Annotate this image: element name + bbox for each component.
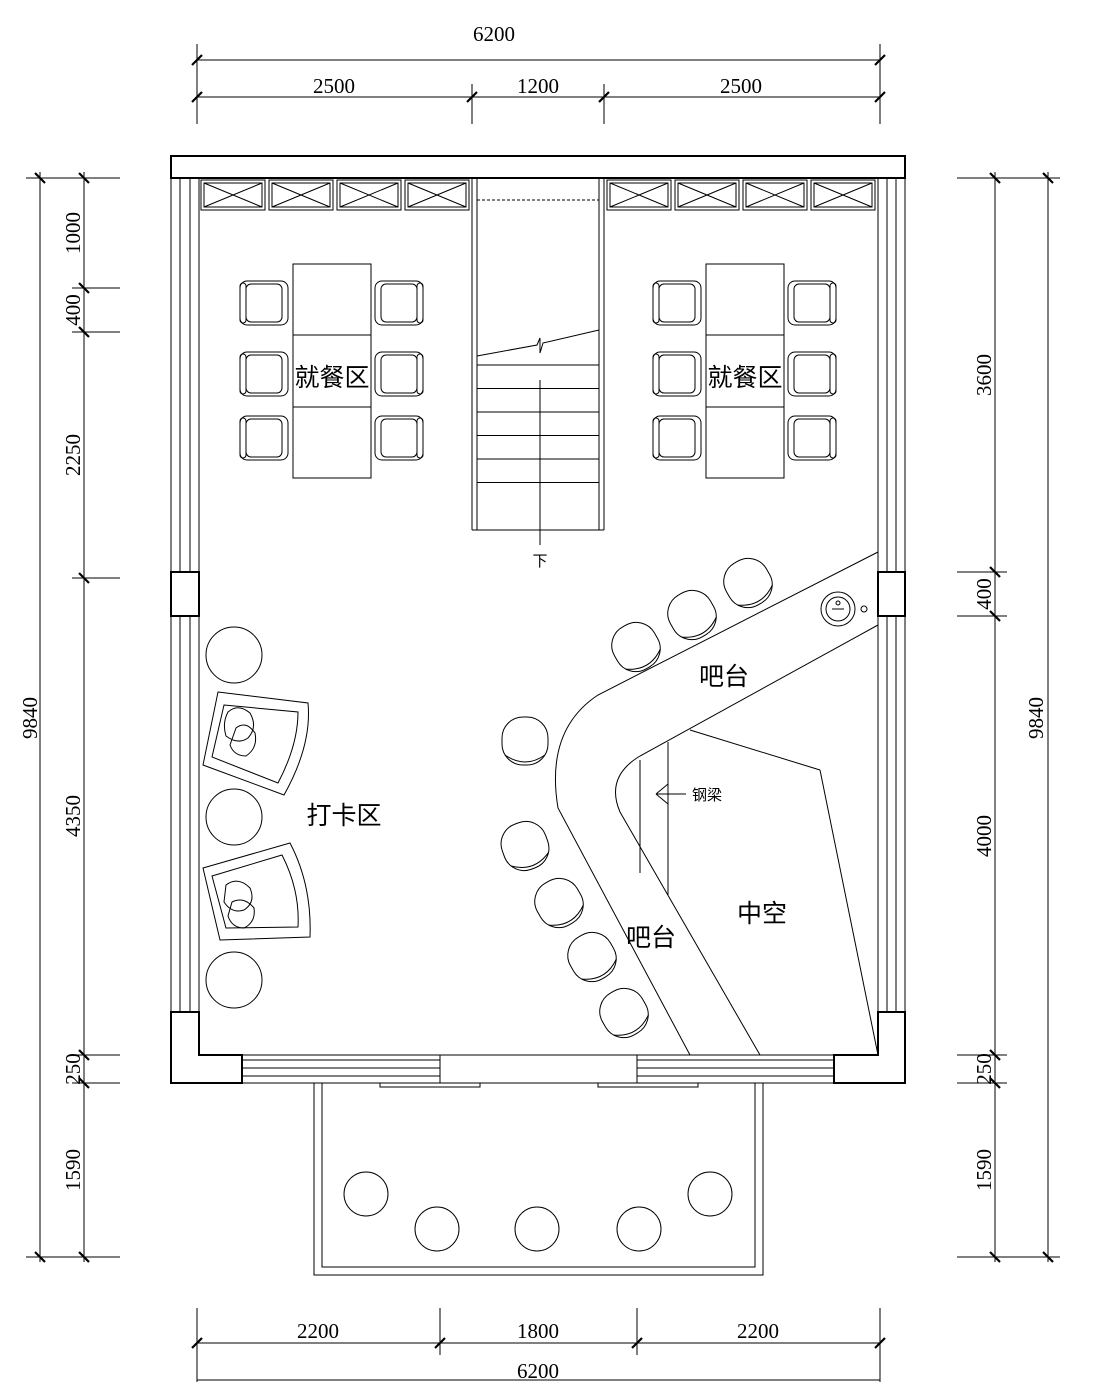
dim-bottom-middle: 1800 xyxy=(517,1319,559,1343)
cabinet-cell xyxy=(674,179,740,211)
lounge-chair xyxy=(202,842,311,941)
dining-chair xyxy=(652,351,702,397)
dining-chair xyxy=(239,415,289,461)
dining-left-table xyxy=(292,263,372,479)
bar-stool xyxy=(534,877,584,929)
dim-left-seg2: 400 xyxy=(61,294,85,326)
cabinet-cell xyxy=(742,179,808,211)
staircase: 下 xyxy=(471,178,605,570)
round-side-table xyxy=(205,951,263,1009)
dining-chair xyxy=(652,280,702,326)
dim-top-middle: 1200 xyxy=(517,74,559,98)
stair-treads xyxy=(477,364,599,483)
left-dimensions: 9840 1000 400 2250 4350 250 1590 xyxy=(18,172,120,1263)
dining-area-right-label: 就餐区 xyxy=(707,363,782,392)
dim-left-total: 9840 xyxy=(18,697,42,739)
dim-bottom-total: 6200 xyxy=(517,1359,559,1382)
lounge-chair xyxy=(202,691,309,796)
balcony-stool xyxy=(687,1171,733,1217)
photo-zone-label: 打卡区 xyxy=(306,801,381,830)
dim-bottom-right: 2200 xyxy=(737,1319,779,1343)
void-label: 中空 xyxy=(737,899,787,928)
window-cabinets xyxy=(200,179,876,211)
dim-bottom-left: 2200 xyxy=(297,1319,339,1343)
dim-top-total: 6200 xyxy=(473,22,515,46)
dim-top-left: 2500 xyxy=(313,74,355,98)
stair-down-label: 下 xyxy=(532,552,547,570)
cabinet-cell xyxy=(200,179,266,211)
balcony-stool xyxy=(514,1206,560,1252)
dining-chair xyxy=(787,351,837,397)
round-side-table xyxy=(205,626,263,684)
dining-chair xyxy=(787,280,837,326)
balcony xyxy=(313,1083,764,1276)
top-dimensions: 6200 2500 1200 2500 xyxy=(191,22,886,124)
dim-top-right: 2500 xyxy=(720,74,762,98)
dim-left-seg4: 4350 xyxy=(61,795,85,837)
dim-right-seg3: 4000 xyxy=(972,815,996,857)
bar-stools xyxy=(500,557,773,1039)
dim-left-seg3: 2250 xyxy=(61,434,85,476)
bar-stool xyxy=(500,820,550,872)
dining-chairs xyxy=(239,280,837,461)
bar-stool xyxy=(611,621,661,673)
bar-stool xyxy=(667,589,717,641)
cabinet-cell xyxy=(810,179,876,211)
dining-chair xyxy=(652,415,702,461)
bar-stool xyxy=(567,931,617,983)
dim-left-seg1: 1000 xyxy=(61,212,85,254)
photo-zone-furniture xyxy=(202,626,311,1009)
bottom-dimensions: 2200 1800 2200 6200 xyxy=(191,1308,886,1382)
bar-stool xyxy=(599,987,649,1039)
dim-left-seg6: 1590 xyxy=(61,1149,85,1191)
bar-lower-label: 吧台 xyxy=(626,923,676,952)
round-side-table xyxy=(205,788,263,846)
dim-right-seg2: 400 xyxy=(972,578,996,610)
dim-right-total: 9840 xyxy=(1024,697,1048,739)
cabinet-cell xyxy=(336,179,402,211)
dim-right-seg1: 3600 xyxy=(972,354,996,396)
dim-left-seg5: 250 xyxy=(61,1053,85,1085)
balcony-stool xyxy=(616,1206,662,1252)
cabinet-cell xyxy=(404,179,470,211)
building-walls xyxy=(170,155,906,1088)
dining-chair xyxy=(239,280,289,326)
balcony-stool xyxy=(414,1206,460,1252)
bar-upper-label: 吧台 xyxy=(699,662,749,691)
dining-right-table xyxy=(705,263,785,479)
bar-counter xyxy=(555,551,879,1056)
dining-chair xyxy=(374,415,424,461)
dining-chair xyxy=(787,415,837,461)
steel-beam-label: 钢梁 xyxy=(692,786,722,804)
dining-area-left-label: 就餐区 xyxy=(294,363,369,392)
cabinet-cell xyxy=(268,179,334,211)
bar-stool xyxy=(723,557,773,609)
dining-chair xyxy=(374,280,424,326)
dim-right-seg5: 1590 xyxy=(972,1149,996,1191)
dim-right-seg4: 250 xyxy=(972,1053,996,1085)
bar-stool xyxy=(501,716,549,766)
balcony-stool xyxy=(343,1171,389,1217)
right-dimensions: 9840 3600 400 4000 250 1590 xyxy=(957,172,1060,1263)
dining-chair xyxy=(239,351,289,397)
dining-chair xyxy=(374,351,424,397)
cabinet-cell xyxy=(606,179,672,211)
